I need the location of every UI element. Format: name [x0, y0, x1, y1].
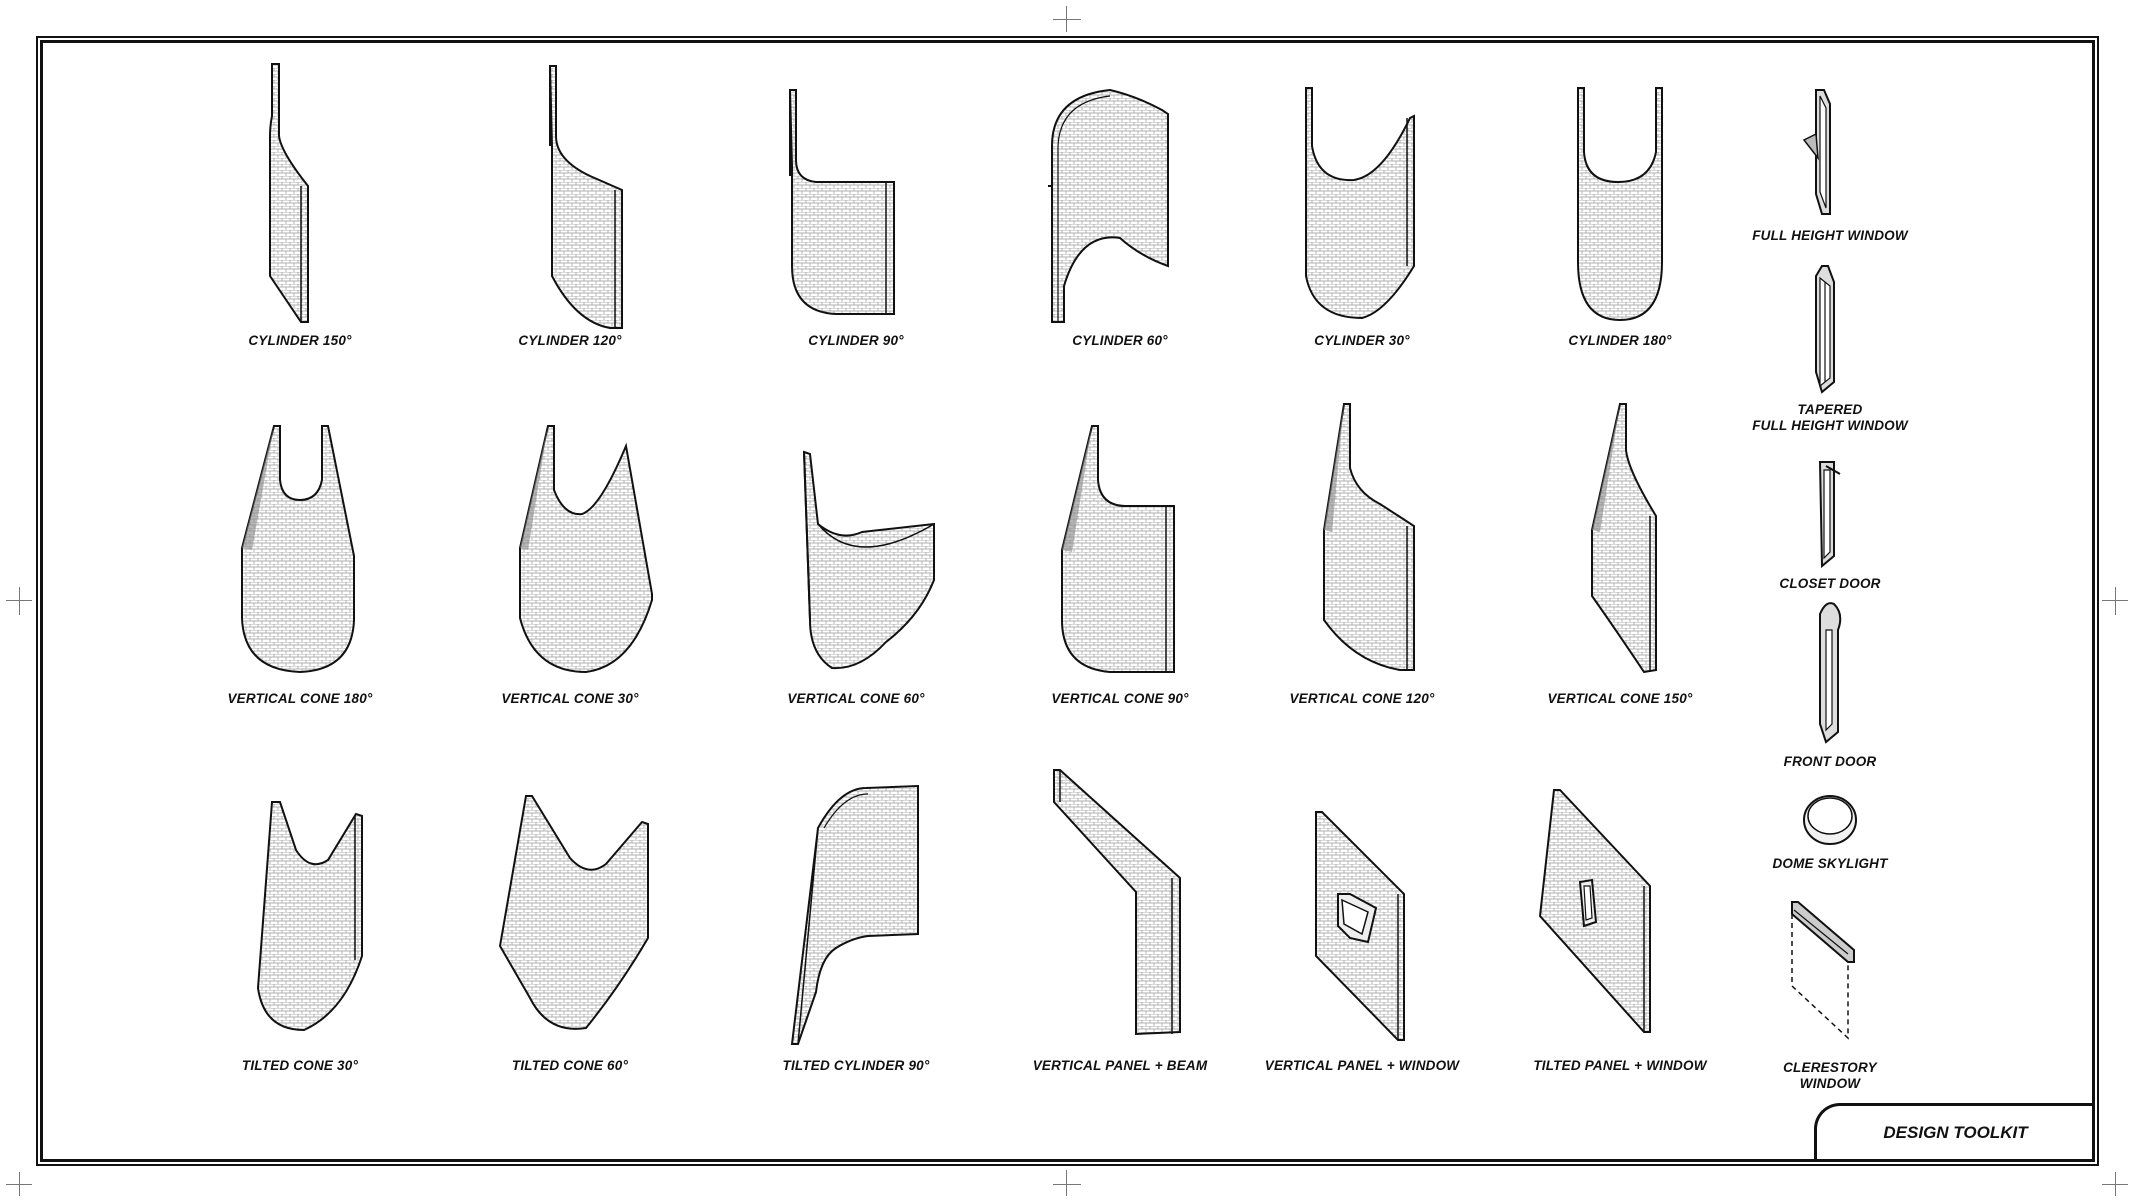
vertical-cone-60-drawing [802, 450, 935, 670]
sheet-title: DESIGN TOOLKIT [1883, 1123, 2028, 1142]
item-label: VERTICAL CONE 120° [1289, 691, 1435, 706]
component-label: DOME SKYLIGHT [1772, 856, 1888, 871]
vertical-cone-150-drawing [1591, 403, 1657, 674]
vertical-cone-150: VERTICAL CONE 150° [1520, 400, 1720, 720]
tilted-cone-60-drawing [498, 795, 649, 1030]
cylinder-120-drawing [548, 65, 623, 329]
front-door: FRONT DOOR [1730, 600, 1930, 780]
full-height-window-drawing [1802, 89, 1831, 215]
item-label: CYLINDER 30° [1314, 333, 1410, 348]
crop-mark [1053, 19, 1081, 20]
item-label: CYLINDER 180° [1568, 333, 1672, 348]
vertical-panel-window: VERTICAL PANEL + WINDOW [1262, 792, 1462, 1092]
item-label: VERTICAL CONE 90° [1051, 691, 1189, 706]
item-label: TILTED CYLINDER 90° [782, 1058, 930, 1073]
cylinder-60-drawing [1048, 88, 1169, 323]
vertical-panel-window-drawing [1315, 811, 1405, 1041]
item-label: TILTED CONE 60° [511, 1058, 629, 1073]
tilted-panel-window-drawing [1538, 789, 1651, 1033]
dome-skylight-drawing [1803, 795, 1857, 845]
vertical-cone-180: VERTICAL CONE 180° [200, 420, 400, 720]
tilted-cylinder-90-drawing [790, 784, 919, 1045]
vertical-cone-90-drawing [1061, 425, 1175, 673]
crop-mark [2115, 587, 2116, 615]
vertical-cone-60: VERTICAL CONE 60° [756, 420, 956, 720]
tilted-cone-30-drawing [256, 801, 363, 1032]
full-height-window: FULL HEIGHT WINDOW [1730, 84, 1930, 254]
tilted-panel-window: TILTED PANEL + WINDOW [1520, 782, 1720, 1092]
sheet-border-inner [40, 40, 2095, 1162]
cylinder-30-drawing [1305, 87, 1415, 320]
vertical-cone-30: VERTICAL CONE 30° [470, 420, 670, 720]
crop-mark [1053, 1184, 1081, 1185]
cylinder-90-drawing [788, 89, 895, 315]
title-block: DESIGN TOOLKIT [1814, 1103, 2094, 1159]
cylinder-180: CYLINDER 180° [1520, 56, 1720, 356]
item-label: CYLINDER 90° [808, 333, 904, 348]
cylinder-60: CYLINDER 60° [1020, 56, 1220, 356]
cylinder-30: CYLINDER 30° [1262, 56, 1462, 356]
crop-mark [2115, 1172, 2116, 1196]
item-label: CYLINDER 150° [248, 333, 352, 348]
item-label: VERTICAL PANEL + BEAM [1032, 1058, 1208, 1073]
item-label: TILTED CONE 30° [241, 1058, 359, 1073]
cylinder-180-drawing [1577, 87, 1663, 322]
vertical-cone-120-drawing [1323, 403, 1415, 671]
clerestory-window-drawing [1791, 901, 1855, 1040]
cylinder-120: CYLINDER 120° [470, 56, 670, 356]
front-door-drawing [1819, 602, 1842, 744]
vertical-cone-120: VERTICAL CONE 120° [1262, 400, 1462, 720]
tilted-cylinder-90: TILTED CYLINDER 90° [756, 782, 956, 1092]
cylinder-150: CYLINDER 150° [200, 56, 400, 356]
closet-door-drawing [1818, 461, 1841, 569]
component-label: CLERESTORY WINDOW [1783, 1060, 1877, 1091]
closet-door: CLOSET DOOR [1730, 456, 1930, 596]
dome-skylight: DOME SKYLIGHT [1730, 790, 1930, 890]
item-label: VERTICAL CONE 180° [227, 691, 373, 706]
vertical-cone-90: VERTICAL CONE 90° [1020, 420, 1220, 720]
tilted-cone-60: TILTED CONE 60° [470, 792, 670, 1092]
cylinder-90: CYLINDER 90° [756, 56, 956, 356]
clerestory-window: CLERESTORY WINDOW [1730, 892, 1930, 1092]
vertical-cone-180-drawing [241, 425, 355, 674]
component-label: FRONT DOOR [1783, 754, 1877, 769]
item-label: VERTICAL CONE 60° [787, 691, 925, 706]
tilted-cone-30: TILTED CONE 30° [200, 792, 400, 1092]
crop-mark [1066, 1170, 1067, 1196]
sheet-border-outer [36, 36, 2099, 1166]
vertical-panel-beam-drawing [1053, 769, 1181, 1036]
item-label: CYLINDER 120° [518, 333, 622, 348]
item-label: CYLINDER 60° [1072, 333, 1168, 348]
item-label: TILTED PANEL + WINDOW [1533, 1058, 1707, 1073]
cylinder-150-drawing [269, 63, 309, 323]
crop-mark [19, 1172, 20, 1196]
tapered-full-height-window: TAPERED FULL HEIGHT WINDOW [1730, 262, 1930, 442]
item-label: VERTICAL CONE 150° [1547, 691, 1693, 706]
crop-mark [19, 587, 20, 615]
item-label: VERTICAL PANEL + WINDOW [1264, 1058, 1460, 1073]
component-label: TAPERED FULL HEIGHT WINDOW [1752, 402, 1908, 433]
vertical-cone-30-drawing [519, 425, 653, 674]
component-label: FULL HEIGHT WINDOW [1752, 228, 1908, 243]
component-label: CLOSET DOOR [1779, 576, 1881, 591]
vertical-panel-beam: VERTICAL PANEL + BEAM [1020, 762, 1220, 1092]
tapered-full-height-window-drawing [1815, 265, 1835, 394]
item-label: VERTICAL CONE 30° [501, 691, 639, 706]
